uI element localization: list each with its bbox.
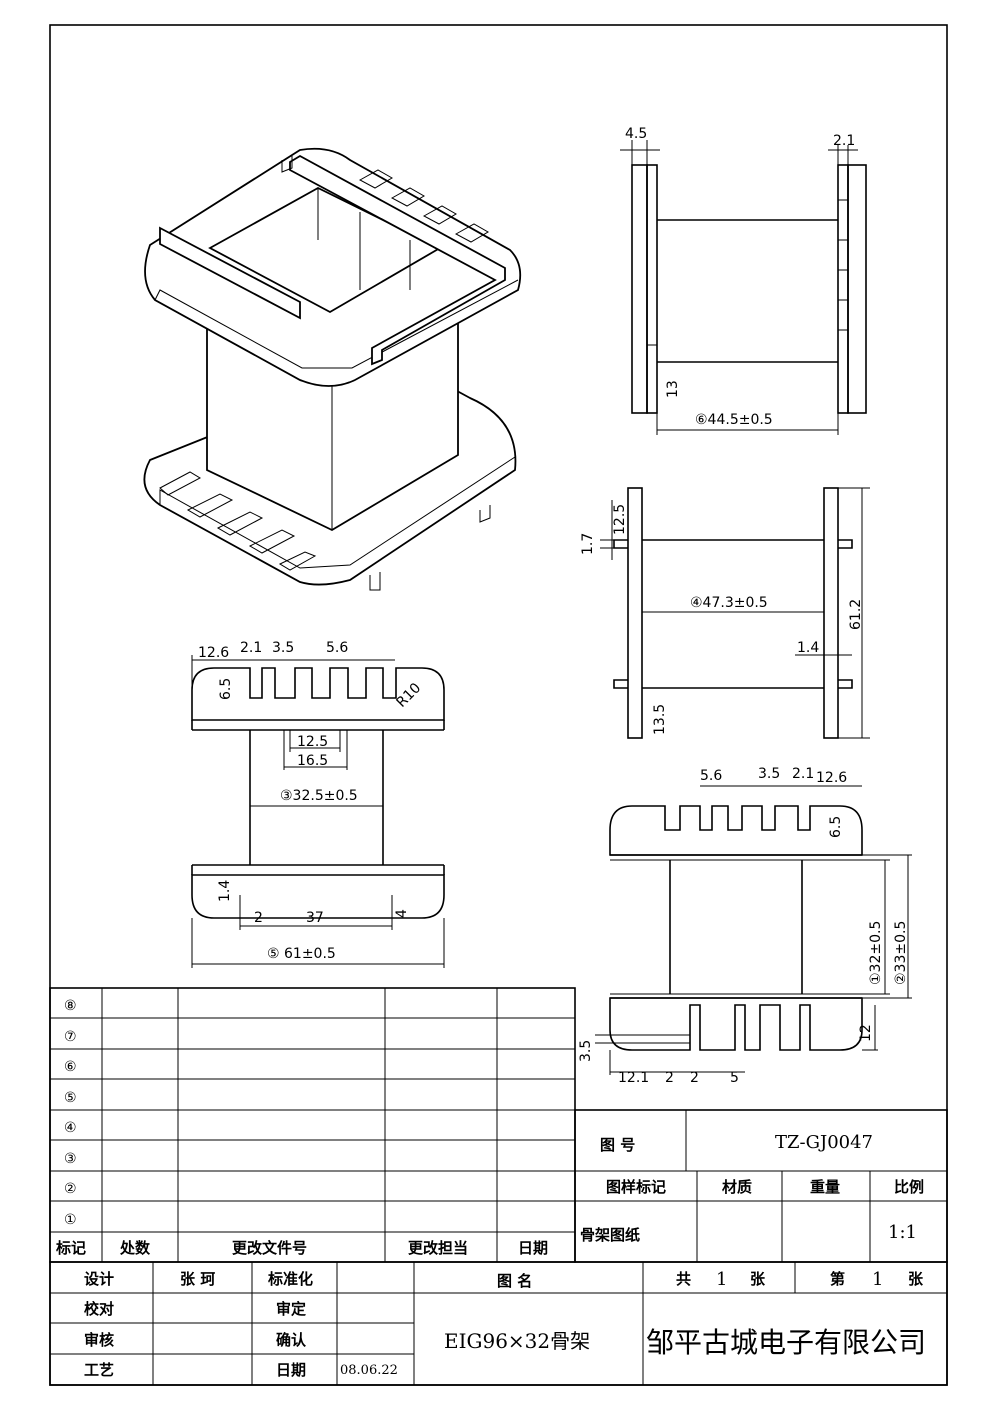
- confirm-label: 确认: [276, 1331, 307, 1349]
- dim-2-1-side: 2.1: [792, 766, 814, 782]
- dim-2-1: 2.1: [833, 133, 855, 149]
- dim-12-6: 12.6: [198, 645, 229, 661]
- rev-header-date: 日期: [518, 1239, 548, 1257]
- front-view: 12.5 16.5 ③32.5±0.5 12.6 2.1 3.5 5.6 6.5…: [191, 640, 445, 968]
- dim-32-5: ③32.5±0.5: [280, 788, 358, 804]
- dim-37: 37: [306, 910, 324, 926]
- dim-4-front: 4: [394, 909, 410, 918]
- dim-6-5-side: 6.5: [828, 816, 844, 838]
- side-view-bottom: 5.6 3.5 2.1 12.6 6.5 ①32±0.5 ②33±0.5 12 …: [578, 766, 912, 1086]
- dim-47-3: ④47.3±0.5: [690, 595, 768, 611]
- rev-header-mark: 标记: [55, 1239, 86, 1257]
- dim-12-side: 12: [858, 1024, 874, 1042]
- company-name: 邹平古城电子有限公司: [646, 1326, 926, 1359]
- rev-row-2: ②: [64, 1181, 77, 1197]
- dim-1-7: 1.7: [580, 533, 596, 555]
- dim-r10: R10: [394, 680, 425, 711]
- dim-6-5-front: 6.5: [218, 678, 234, 700]
- side-view-top: 4.5 2.1 ⑥44.5±0.5 13: [620, 126, 867, 435]
- drawing-name-label: 图 名: [497, 1272, 532, 1290]
- dim-61: ⑤ 61±0.5: [267, 946, 336, 962]
- dim-12-6-side: 12.6: [816, 770, 847, 786]
- rev-row-1: ①: [64, 1212, 77, 1228]
- total-value: 1: [716, 1269, 727, 1290]
- material-label: 材质: [722, 1178, 752, 1196]
- dim-1-4-front: 1.4: [217, 880, 233, 902]
- dim-5-6-side: 5.6: [700, 768, 722, 784]
- weight-label: 重量: [810, 1178, 840, 1196]
- page-value: 1: [872, 1269, 883, 1290]
- dim-3-5-side: 3.5: [758, 766, 780, 782]
- dim-61-2: 61.2: [848, 599, 864, 630]
- date-label: 日期: [276, 1361, 306, 1379]
- dim-44-5: ⑥44.5±0.5: [695, 412, 773, 428]
- dim-5-6-front: 5.6: [326, 640, 348, 656]
- rev-row-6: ⑥: [64, 1059, 77, 1075]
- dim-32-side: ①32±0.5: [868, 921, 884, 985]
- title-block: 图 号 TZ-GJ0047 图样标记 材质 重量 比例 骨架图纸 1:1 设计 …: [49, 1109, 948, 1386]
- standardize-label: 标准化: [267, 1270, 313, 1288]
- dim-33-side: ②33±0.5: [893, 921, 909, 985]
- rev-row-8: ⑧: [64, 998, 77, 1014]
- dim-1-4: 1.4: [797, 640, 819, 656]
- dim-12-5: 12.5: [612, 504, 628, 535]
- dim-12-1-side: 12.1: [618, 1070, 649, 1086]
- pattern-mark-value: 骨架图纸: [580, 1226, 640, 1244]
- part-name: EIG96×32骨架: [444, 1329, 590, 1353]
- dim-2-front: 2: [254, 910, 263, 926]
- rev-row-3: ③: [64, 1151, 77, 1167]
- designer: 张 珂: [180, 1270, 215, 1288]
- date-value: 08.06.22: [340, 1363, 398, 1378]
- review-label: 审核: [84, 1331, 114, 1349]
- revision-table: ⑧ ⑦ ⑥ ⑤ ④ ③ ② ① 标记 处数 更改文件号 更改担当 日期: [49, 987, 576, 1263]
- dim-13-5: 13.5: [652, 704, 668, 735]
- scale-value: 1:1: [888, 1222, 917, 1243]
- check-label: 校对: [84, 1300, 114, 1318]
- dim-16-5: 16.5: [297, 753, 328, 769]
- dim-4-5: 4.5: [625, 126, 647, 142]
- page-unit: 张: [908, 1270, 924, 1288]
- rev-row-4: ④: [64, 1120, 77, 1136]
- total-label: 共: [676, 1270, 691, 1288]
- total-unit: 张: [750, 1270, 766, 1288]
- dim-12-5-front: 12.5: [297, 734, 328, 750]
- dim-5-side: 5: [730, 1070, 739, 1086]
- design-label: 设计: [84, 1270, 114, 1288]
- dim-2-side-a: 2: [665, 1070, 674, 1086]
- dim-2-1-front: 2.1: [240, 640, 262, 656]
- scale-label: 比例: [894, 1178, 924, 1196]
- page-label: 第: [830, 1270, 845, 1288]
- dim-3-5-side-left: 3.5: [578, 1040, 594, 1062]
- rev-row-5: ⑤: [64, 1090, 77, 1106]
- dim-13: 13: [665, 380, 681, 398]
- dim-2-side-b: 2: [690, 1070, 699, 1086]
- dim-3-5-front: 3.5: [272, 640, 294, 656]
- isometric-view: [143, 147, 522, 591]
- side-view-middle: ④47.3±0.5 61.2 1.4 12.5 1.7 13.5: [580, 487, 870, 739]
- pattern-mark-label: 图样标记: [606, 1178, 666, 1196]
- drawing-no: TZ-GJ0047: [775, 1132, 873, 1153]
- rev-header-owner: 更改担当: [408, 1239, 468, 1257]
- approve-label: 审定: [276, 1300, 306, 1318]
- rev-row-7: ⑦: [64, 1029, 77, 1045]
- rev-header-doc: 更改文件号: [232, 1239, 307, 1257]
- drawing-no-label: 图 号: [600, 1136, 635, 1154]
- rev-header-count: 处数: [119, 1239, 151, 1257]
- process-label: 工艺: [84, 1361, 114, 1379]
